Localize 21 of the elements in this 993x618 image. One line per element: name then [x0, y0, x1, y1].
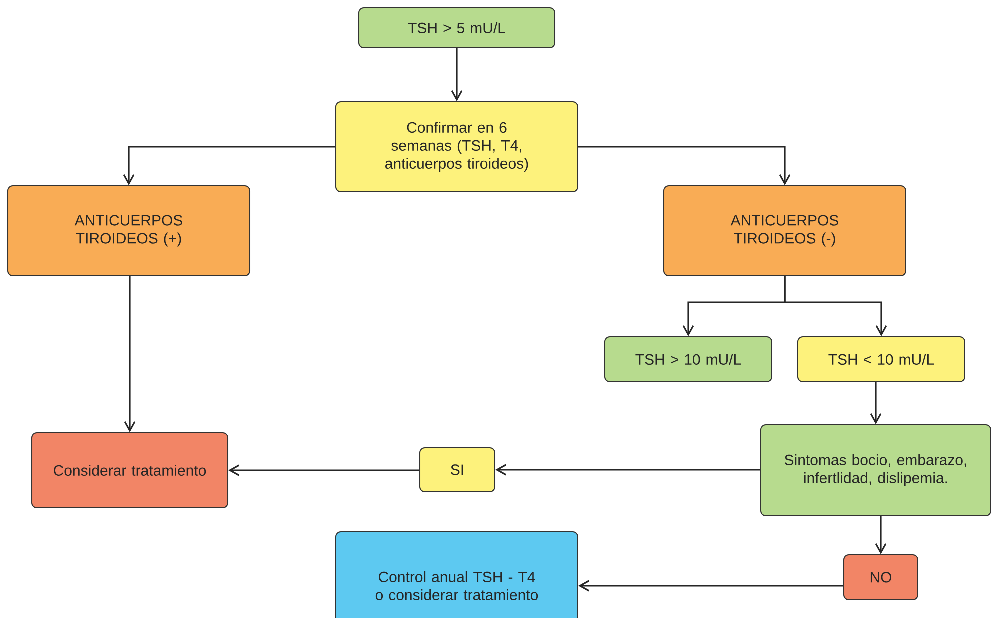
process-box: SI — [420, 448, 496, 492]
process-box: Sintomas bocio, embarazo, infertlidad, dislipemia. — [760, 424, 992, 516]
process-box: TSH > 10 mU/L — [604, 336, 772, 382]
arrow — [784, 276, 888, 336]
arrow — [578, 580, 844, 592]
arrow — [124, 276, 136, 432]
arrow — [496, 464, 760, 476]
arrow — [875, 516, 887, 554]
arrow — [870, 382, 882, 424]
arrow — [578, 146, 791, 186]
process-box: Confirmar en 6 semanas (TSH, T4, anticuerpos tiroideos) — [336, 102, 578, 192]
process-box: TSH > 5 mU/L — [358, 8, 556, 48]
process-box: TSH < 10 mU/L — [798, 336, 966, 382]
process-box: Control anual TSH - T4 o considerar tratamiento — [336, 532, 578, 618]
process-box: ANTICUERPOS TIROIDEOS (+) — [8, 186, 250, 276]
process-box: NO — [844, 554, 918, 600]
arrow — [451, 48, 463, 102]
process-box: Considerar tratamiento — [32, 432, 228, 508]
arrow — [228, 464, 420, 476]
arrow — [123, 146, 336, 186]
process-box: ANTICUERPOS TIROIDEOS (-) — [664, 186, 906, 276]
